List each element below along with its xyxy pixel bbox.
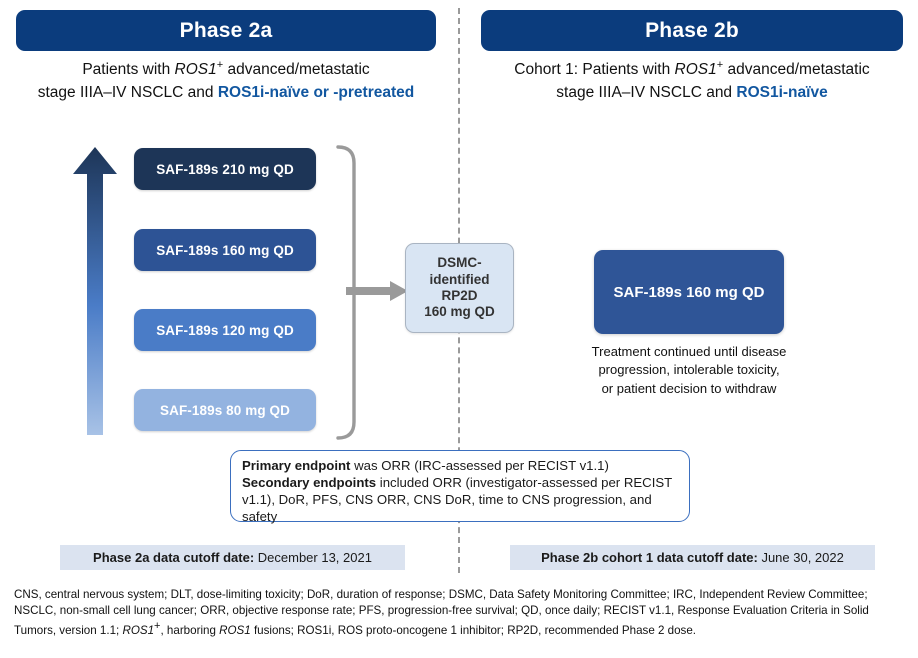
treatment-note-line-1: Treatment continued until disease [591,344,787,359]
dose-box-120mg[interactable]: SAF-189s 120 mg QD [134,309,316,351]
phase-2a-header-label: Phase 2a [179,18,273,42]
phase-2a-desc-line1-post: advanced/metastatic [223,61,370,79]
dose-escalation-arrow-icon [73,147,117,435]
bracket-to-rp2d-arrow-icon [346,281,408,301]
footnote-segment-1: CNS, central nervous system; DLT, dose-l… [14,588,869,637]
dose-box-210mg-label: SAF-189s 210 mg QD [156,161,294,177]
dsmc-rp2d-box[interactable]: DSMC- identified RP2D 160 mg QD [405,243,514,333]
phase-2b-desc-highlight: ROS1i-naïve [736,83,828,101]
study-endpoints-box: Primary endpoint was ORR (IRC-assessed p… [230,450,690,525]
dose-box-80mg-label: SAF-189s 80 mg QD [160,402,290,418]
footnote-segment-3: fusions; ROS1i, ROS proto-oncogene 1 inh… [250,623,697,637]
phase-2a-desc-line1-pre: Patients with [82,61,175,79]
phase-2b-gene-symbol: ROS1 [674,61,717,79]
dose-box-210mg[interactable]: SAF-189s 210 mg QD [134,148,316,190]
footnote-gene-2: ROS1 [219,623,251,637]
phase-2a-header-bar: Phase 2a [16,10,436,51]
dose-box-120mg-label: SAF-189s 120 mg QD [156,322,294,338]
footnote-superscript-1: + [154,619,161,632]
secondary-endpoint-label: Secondary endpoints [242,475,377,491]
phase-2b-treatment-box[interactable]: SAF-189s 160 mg QD [594,250,784,334]
phase-2a-desc-line2-pre: stage IIIA–IV NSCLC and [37,83,218,101]
dsmc-line-1: DSMC- [437,255,482,271]
primary-endpoint-label: Primary endpoint [242,458,351,473]
dose-box-160mg[interactable]: SAF-189s 160 mg QD [134,229,316,271]
phase-2b-gene-superscript: + [716,59,724,71]
phase-2b-desc-line2-pre: stage IIIA–IV NSCLC and [556,83,737,101]
abbreviations-footnote: CNS, central nervous system; DLT, dose-l… [14,587,904,638]
phase-2a-data-cutoff-bar: Phase 2a data cutoff date: December 13, … [60,545,405,570]
phase-2a-gene-superscript: + [216,59,224,71]
phase-2b-treatment-label: SAF-189s 160 mg QD [613,283,765,301]
dsmc-line-2: identified [429,271,490,287]
phase-2b-desc-line1-post: advanced/metastatic [723,61,870,79]
dose-box-160mg-label: SAF-189s 160 mg QD [156,242,294,258]
primary-endpoint-text: was ORR (IRC-assessed per RECIST v1.1) [350,458,609,473]
phase-2b-cutoff-label: Phase 2b cohort 1 data cutoff date: [541,550,758,565]
phase-2b-data-cutoff-bar: Phase 2b cohort 1 data cutoff date: June… [510,545,875,570]
dose-box-80mg[interactable]: SAF-189s 80 mg QD [134,389,316,431]
footnote-gene-1: ROS1 [122,623,155,637]
phase-2b-desc-line1-pre: Cohort 1: Patients with [514,61,675,79]
phase-2b-header-bar: Phase 2b [481,10,903,51]
phase-2a-cutoff-label: Phase 2a data cutoff date: [93,550,255,565]
treatment-note-line-3: or patient decision to withdraw [601,380,777,396]
secondary-endpoint-text: included ORR (investigator-assessed per … [242,475,672,525]
phase-2a-desc-highlight: ROS1i-naïve or -pretreated [217,83,415,101]
phase-2b-treatment-note: Treatment continued until disease progre… [570,343,808,398]
phase-2b-header-label: Phase 2b [645,18,739,42]
phase-2a-gene-symbol: ROS1 [174,61,217,79]
phase-2b-cutoff-value: June 30, 2022 [757,550,844,565]
dsmc-line-3: RP2D [441,288,478,303]
treatment-note-line-2: progression, intolerable toxicity, [598,362,780,378]
phase-2b-description: Cohort 1: Patients with ROS1+ advanced/m… [481,58,903,104]
footnote-segment-2: , harboring [160,623,220,637]
phase-2a-cutoff-value: December 13, 2021 [254,550,372,565]
phase-2a-description: Patients with ROS1+ advanced/metastatic … [16,58,436,104]
dsmc-line-4: 160 mg QD [424,304,495,320]
